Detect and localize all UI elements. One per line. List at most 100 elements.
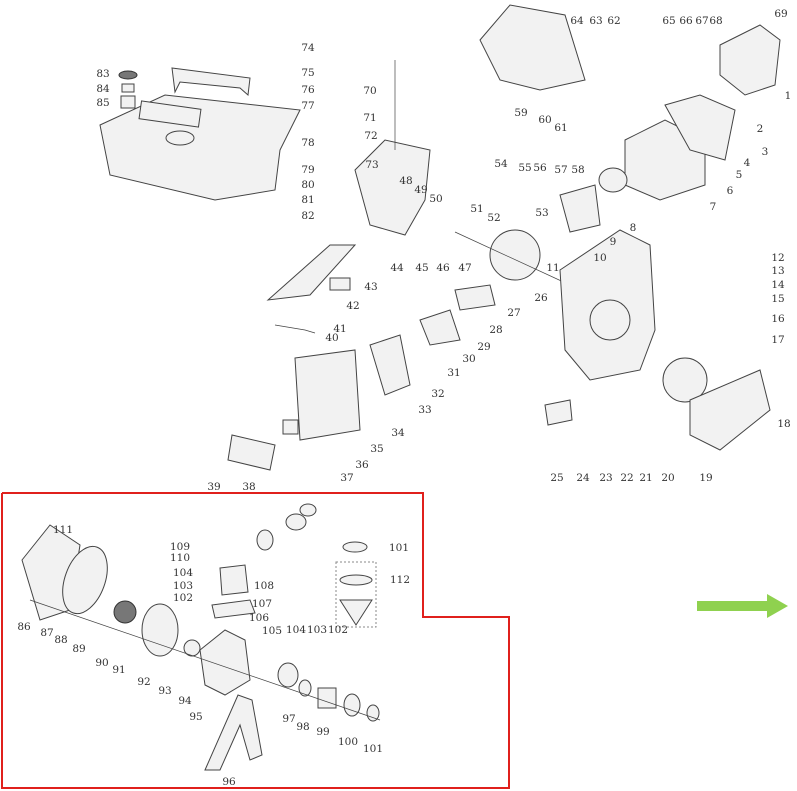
part-number-label: 61 bbox=[554, 122, 567, 134]
part-number-label: 14 bbox=[771, 279, 785, 291]
inlet-nut bbox=[343, 693, 361, 717]
part-number-label: 19 bbox=[699, 472, 712, 484]
part-number-label: 80 bbox=[301, 179, 314, 191]
part-number-label: 24 bbox=[576, 472, 590, 484]
hose-clamp bbox=[342, 541, 368, 553]
gasket-107 bbox=[211, 599, 256, 619]
suction-strainer bbox=[339, 599, 373, 626]
seal-ring bbox=[183, 639, 201, 657]
part-number-label: 39 bbox=[207, 481, 220, 493]
inlet-gasket bbox=[298, 679, 312, 697]
part-number-label: 12 bbox=[771, 252, 784, 264]
part-number-label: 100 bbox=[338, 736, 358, 748]
part-number-label: 9 bbox=[610, 236, 617, 248]
part-number-label: 4 bbox=[744, 157, 751, 169]
part-number-label: 1 bbox=[785, 90, 792, 102]
part-number-label: 15 bbox=[771, 293, 784, 305]
part-number-label: 102 bbox=[328, 624, 348, 636]
part-number-label: 33 bbox=[418, 404, 431, 416]
part-number-label: 91 bbox=[112, 664, 125, 676]
part-number-label: 22 bbox=[620, 472, 633, 484]
part-number-label: 94 bbox=[178, 695, 192, 707]
clutch-drum bbox=[544, 399, 573, 426]
part-number-label: 38 bbox=[242, 481, 255, 493]
part-number-label: 37 bbox=[340, 472, 353, 484]
part-number-label: 56 bbox=[533, 162, 547, 174]
part-number-label: 62 bbox=[607, 15, 620, 27]
part-number-label: 57 bbox=[554, 164, 567, 176]
part-number-label: 8 bbox=[630, 222, 637, 234]
part-number-label: 106 bbox=[249, 612, 269, 624]
part-number-label: 26 bbox=[534, 292, 548, 304]
outlet-pipe bbox=[219, 564, 249, 596]
part-number-label: 5 bbox=[736, 169, 743, 181]
part-number-label: 59 bbox=[514, 107, 527, 119]
part-number-label: 82 bbox=[301, 210, 314, 222]
inlet-nipple bbox=[317, 687, 337, 709]
part-number-label: 6 bbox=[727, 185, 734, 197]
part-number-label: 81 bbox=[301, 194, 314, 206]
part-number-label: 76 bbox=[301, 84, 315, 96]
outlet-nut bbox=[285, 513, 307, 531]
cylinder-head bbox=[664, 94, 736, 161]
part-number-label: 89 bbox=[72, 643, 85, 655]
outlet-clamp bbox=[299, 503, 317, 517]
pump-parts-drawing bbox=[21, 503, 381, 771]
part-number-label: 103 bbox=[173, 580, 193, 592]
part-number-label: 110 bbox=[170, 552, 190, 564]
part-number-label: 60 bbox=[538, 114, 551, 126]
fuel-filter bbox=[121, 83, 135, 93]
part-number-label: 23 bbox=[599, 472, 612, 484]
part-number-label: 75 bbox=[301, 67, 314, 79]
tank-bracket bbox=[171, 67, 251, 97]
part-number-label: 108 bbox=[254, 580, 274, 592]
governor-spring-body bbox=[329, 277, 351, 291]
part-number-label: 2 bbox=[757, 123, 764, 135]
fuel-tank-window bbox=[138, 100, 202, 128]
part-number-label: 43 bbox=[364, 281, 377, 293]
part-number-label: 68 bbox=[709, 15, 722, 27]
part-number-label: 34 bbox=[391, 427, 405, 439]
muffler bbox=[479, 4, 586, 91]
part-number-label: 112 bbox=[390, 574, 410, 586]
switch bbox=[282, 419, 299, 435]
part-number-label: 92 bbox=[137, 676, 150, 688]
part-number-label: 107 bbox=[252, 598, 272, 610]
control-panel bbox=[294, 349, 361, 441]
part-number-label: 73 bbox=[365, 159, 378, 171]
part-number-label: 109 bbox=[170, 541, 190, 553]
part-number-label: 27 bbox=[507, 307, 520, 319]
part-number-label: 51 bbox=[470, 203, 483, 215]
piston-ring bbox=[598, 167, 628, 193]
fuel-cap-seat bbox=[165, 130, 195, 146]
part-number-label: 40 bbox=[325, 332, 338, 344]
cover-plate bbox=[227, 434, 276, 471]
part-number-label: 29 bbox=[477, 341, 490, 353]
part-number-label: 10 bbox=[593, 252, 606, 264]
part-number-label: 52 bbox=[487, 212, 500, 224]
part-number-label: 18 bbox=[777, 418, 790, 430]
part-number-label: 45 bbox=[415, 262, 428, 274]
part-number-label: 48 bbox=[399, 175, 412, 187]
recoil-starter bbox=[689, 369, 771, 451]
part-number-label: 98 bbox=[296, 721, 309, 733]
part-number-label: 58 bbox=[571, 164, 584, 176]
strainer-group bbox=[335, 561, 377, 628]
insulator bbox=[419, 309, 461, 346]
part-number-label: 46 bbox=[436, 262, 450, 274]
part-number-label: 16 bbox=[771, 313, 785, 325]
part-number-label: 70 bbox=[363, 85, 376, 97]
crankcase-left bbox=[354, 139, 431, 236]
flywheel bbox=[662, 357, 708, 403]
part-number-label: 77 bbox=[301, 100, 314, 112]
part-number-label: 11 bbox=[546, 262, 559, 274]
part-number-label: 78 bbox=[301, 137, 314, 149]
part-number-label: 42 bbox=[346, 300, 359, 312]
engine-parts-drawing bbox=[99, 4, 781, 471]
part-number-label: 35 bbox=[370, 443, 383, 455]
part-number-label: 25 bbox=[550, 472, 563, 484]
part-number-label: 63 bbox=[589, 15, 602, 27]
part-number-label: 30 bbox=[462, 353, 475, 365]
part-number-label: 84 bbox=[96, 83, 110, 95]
part-number-label: 44 bbox=[390, 262, 404, 274]
